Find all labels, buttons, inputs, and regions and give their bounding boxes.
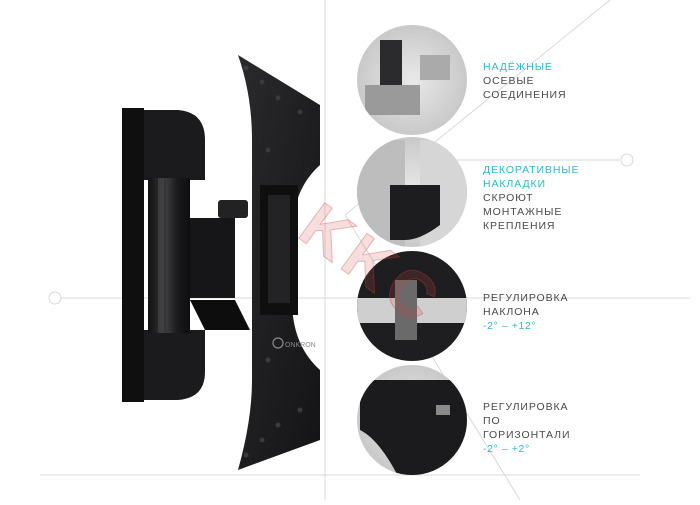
feature-3-range: -2° – +12° bbox=[483, 320, 537, 332]
detail-circle-3 bbox=[357, 251, 467, 361]
tv-plate: ONKRON bbox=[238, 55, 320, 470]
feature-4-line-2: ПО bbox=[483, 415, 501, 427]
feature-2-line-5: КРЕПЛЕНИЯ bbox=[483, 220, 556, 232]
feature-2-line-3: СКРОЮТ bbox=[483, 192, 534, 204]
feature-axis-joints: НАДЁЖНЫЕ ОСЕВЫЕ СОЕДИНЕНИЯ bbox=[483, 60, 693, 102]
feature-1-line-3: СОЕДИНЕНИЯ bbox=[483, 89, 567, 101]
wall-plate bbox=[122, 108, 205, 402]
feature-2-line-1: ДЕКОРАТИВНЫЕ bbox=[483, 164, 580, 176]
feature-4-line-1: РЕГУЛИРОВКА bbox=[483, 401, 569, 413]
feature-4-line-3: ГОРИЗОНТАЛИ bbox=[483, 429, 571, 441]
brand-logo: ONKRON bbox=[285, 342, 316, 349]
detail-circle-4 bbox=[357, 365, 467, 475]
feature-tilt-adjustment: РЕГУЛИРОВКА НАКЛОНА -2° – +12° bbox=[483, 291, 693, 333]
feature-3-line-2: НАКЛОНА bbox=[483, 306, 540, 318]
feature-1-line-1: НАДЁЖНЫЕ bbox=[483, 61, 553, 73]
feature-3-line-1: РЕГУЛИРОВКА bbox=[483, 292, 569, 304]
feature-2-line-2: НАКЛАДКИ bbox=[483, 178, 546, 190]
feature-horizontal-adjustment: РЕГУЛИРОВКА ПО ГОРИЗОНТАЛИ -2° – +2° bbox=[483, 400, 693, 456]
detail-circle-1 bbox=[357, 25, 467, 135]
feature-1-line-2: ОСЕВЫЕ bbox=[483, 75, 535, 87]
feature-decorative-covers: ДЕКОРАТИВНЫЕ НАКЛАДКИ СКРОЮТ МОНТАЖНЫЕ К… bbox=[483, 163, 693, 233]
feature-4-range: -2° – +2° bbox=[483, 443, 530, 455]
arm bbox=[190, 200, 250, 330]
feature-2-line-4: МОНТАЖНЫЕ bbox=[483, 206, 563, 218]
